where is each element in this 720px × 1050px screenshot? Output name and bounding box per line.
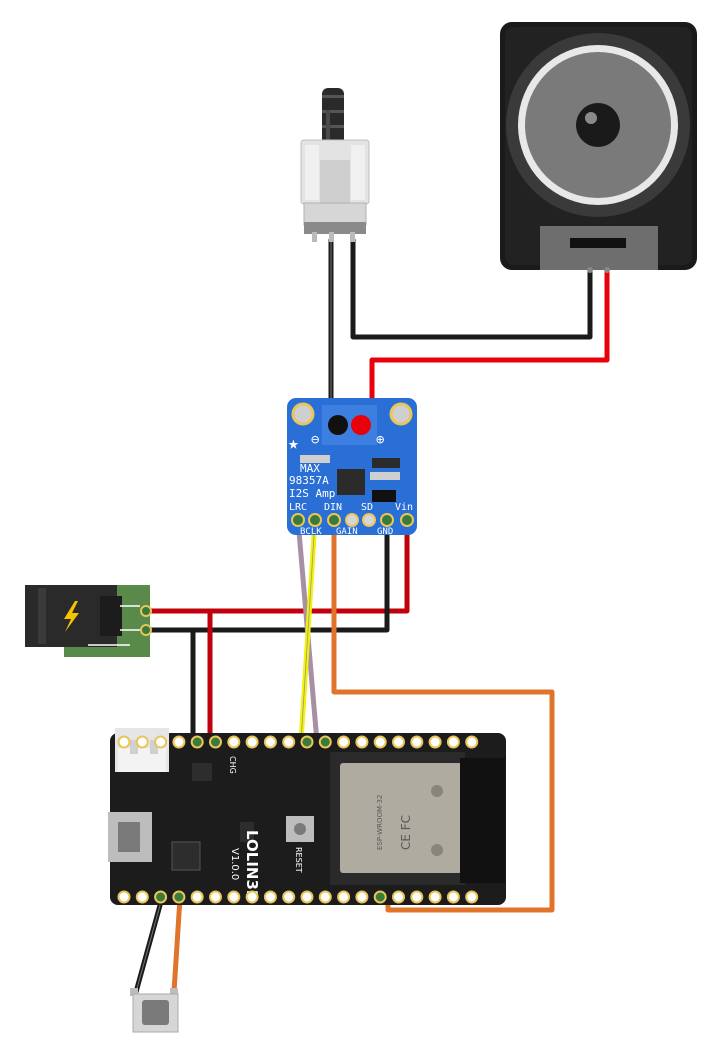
header-pin <box>263 890 277 904</box>
header-pin <box>355 890 369 904</box>
wire-jack-plus-to-vin <box>143 517 410 614</box>
board-name: LOLIN32 <box>243 830 261 900</box>
lightning-icon <box>64 601 79 632</box>
wire-din-orange <box>331 517 555 913</box>
speaker-icon <box>500 22 697 273</box>
header-pin <box>172 890 186 904</box>
header-pin <box>154 890 168 904</box>
amp-pin-label-gnd: GND <box>377 527 393 537</box>
header-pin <box>227 735 241 749</box>
header-pin <box>117 890 131 904</box>
header-pin <box>300 890 314 904</box>
header-pin <box>318 890 332 904</box>
header-pin <box>209 735 222 749</box>
header-pin <box>245 735 259 749</box>
amp-pin-label-din: DIN <box>324 502 342 513</box>
header-pin <box>392 735 405 749</box>
amp-pin-label-bclk: BCLK <box>300 527 322 537</box>
header-pin <box>410 735 424 749</box>
board-version: V1.0.0 <box>229 848 240 880</box>
chg-label: CHG <box>228 756 237 774</box>
header-pin <box>337 890 351 904</box>
amp-pin-label-lrc: LRC <box>289 502 307 513</box>
header-pin <box>227 890 241 904</box>
header-pin <box>263 735 277 749</box>
esp32-board[interactable]: ESP-WROOM-32 CE FC LOLIN32 V1.0.0 RESET … <box>108 728 506 905</box>
header-pin <box>282 735 296 749</box>
header-pin <box>300 735 314 749</box>
dc-jack[interactable] <box>25 585 152 657</box>
amp-pins <box>291 513 414 527</box>
header-pin <box>135 890 149 904</box>
wire-jack-minus-to-gnd <box>143 517 390 633</box>
speaker <box>500 22 697 273</box>
header-pin <box>465 735 479 749</box>
wire-button-orange <box>171 895 183 995</box>
amp-name-line2: 98357A <box>289 474 329 487</box>
header-pin <box>392 890 405 904</box>
header-pin <box>428 890 442 904</box>
amp-minus-symbol: ⊖ <box>311 432 320 448</box>
amplifier-board[interactable]: ⊖ ⊕ ★ MAX 98357A I2S Amp LRC DIN SD Vin … <box>287 398 417 537</box>
header-pin <box>373 890 387 904</box>
header-pin <box>154 735 168 749</box>
header-pin <box>355 735 369 749</box>
header-pin <box>117 735 131 749</box>
amp-name-line3: I2S Amp <box>289 487 335 500</box>
module-fcc-text: CE FC <box>399 815 413 850</box>
header-pin <box>190 735 204 749</box>
header-pin <box>465 890 479 904</box>
amp-plus-symbol: ⊕ <box>376 432 385 448</box>
amp-pin-label-gain: GAIN <box>336 527 358 537</box>
dc-jack-icon <box>25 585 152 657</box>
header-pin <box>209 890 222 904</box>
header-top <box>117 735 479 749</box>
header-pin <box>135 735 149 749</box>
header-pin <box>446 735 460 749</box>
header-pin <box>245 890 259 904</box>
amp-star-logo: ★ <box>288 433 299 454</box>
module-text: ESP-WROOM-32 <box>376 795 384 850</box>
wires <box>133 237 610 995</box>
header-pin <box>446 890 460 904</box>
header-pin <box>190 890 204 904</box>
header-pin <box>428 735 442 749</box>
pushbutton-icon <box>130 988 179 1033</box>
amp-pin-label-sd: SD <box>361 502 373 513</box>
header-pin <box>282 890 296 904</box>
amp-pin-label-vin: Vin <box>395 502 413 513</box>
potentiometer-icon <box>300 88 370 242</box>
header-pin <box>373 735 387 749</box>
reset-label: RESET <box>294 847 303 873</box>
header-pin <box>318 735 332 749</box>
wire-pot-to-speaker <box>350 237 593 340</box>
header-pin <box>172 735 186 749</box>
amp-name-line1: MAX <box>300 462 320 475</box>
header-pin <box>410 890 424 904</box>
potentiometer[interactable] <box>300 88 370 242</box>
header-bottom <box>117 890 479 904</box>
pushbutton[interactable] <box>130 988 179 1033</box>
header-pin <box>337 735 351 749</box>
